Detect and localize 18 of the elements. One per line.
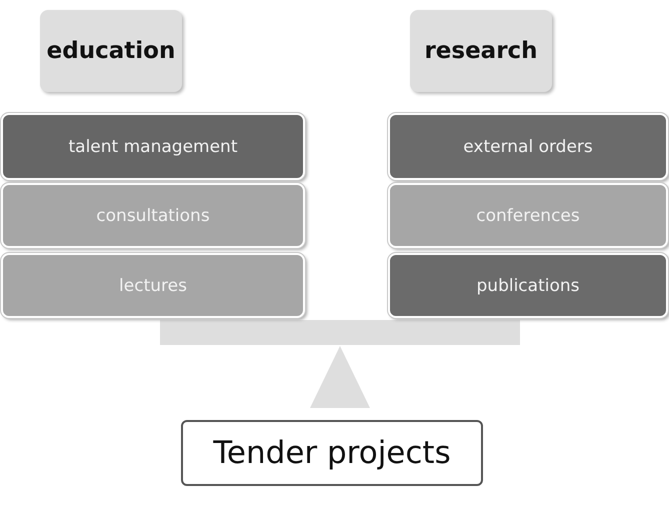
label-text: consultations (96, 206, 210, 226)
label-text: publications (476, 276, 580, 296)
activity-box (388, 253, 668, 318)
activity-box (388, 183, 668, 248)
label-text: talent management (68, 136, 238, 156)
heading-text: education (46, 38, 176, 64)
base-box (181, 420, 483, 486)
label-text: conferences (476, 206, 580, 226)
activity-box (1, 253, 305, 318)
heading-box (410, 10, 552, 92)
heading-box (40, 10, 182, 92)
label-text: Tender projects (213, 435, 451, 471)
heading-text: research (424, 38, 538, 64)
activity-box (1, 113, 305, 180)
label-text: lectures (119, 276, 187, 296)
label-text: external orders (463, 136, 593, 156)
activity-box (388, 113, 668, 180)
activity-box (1, 183, 305, 248)
